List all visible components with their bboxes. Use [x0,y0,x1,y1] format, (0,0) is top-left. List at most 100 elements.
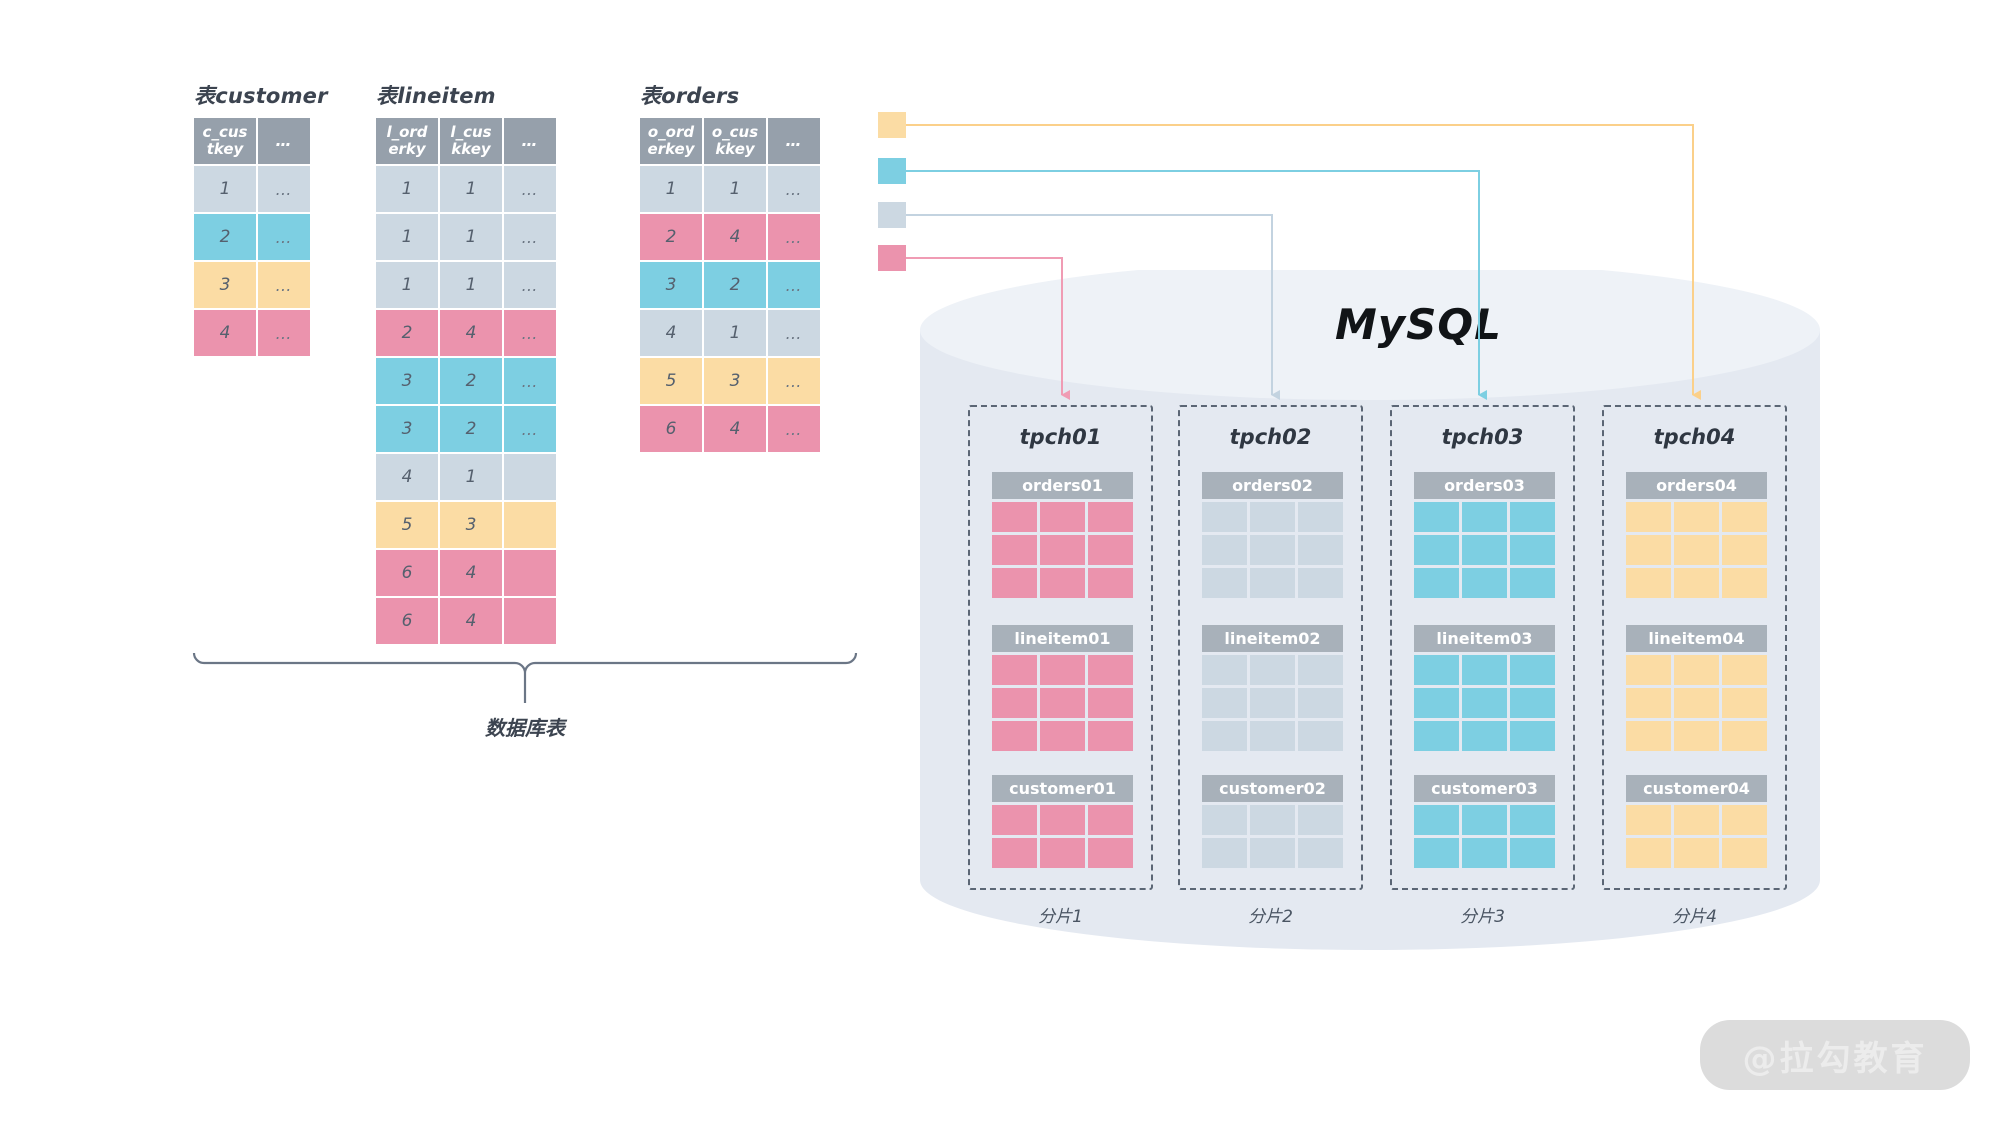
shard-grid-cell [1088,805,1133,835]
table-cell: 1 [194,166,256,212]
shard-table-orders02[interactable]: orders02 [1202,472,1343,598]
shard-grid-cell [1462,805,1507,835]
table-header-row: c_cus tkey… [194,118,310,164]
shard-grid-cell [1298,721,1343,751]
shard-grid-cell [992,838,1037,868]
table-cell: 4 [440,598,502,644]
shard-table-customer03[interactable]: customer03 [1414,775,1555,868]
shard-box-tpch03[interactable]: tpch03orders03lineitem03customer03 [1390,405,1575,890]
table-row: 53… [640,358,820,404]
table-row: 24… [376,310,556,356]
shard-table-customer01[interactable]: customer01 [992,775,1133,868]
table-cell: 1 [376,262,438,308]
shard-grid-cell [1088,568,1133,598]
shard-table-grid [1414,502,1555,598]
column-header: o_cus kkey [704,118,766,164]
shard-grid-cell [1674,535,1719,565]
shard-caption: 分片2 [1178,902,1363,927]
shard-table-grid [1414,655,1555,751]
table-cell: 2 [376,310,438,356]
shard-grid-cell [1088,838,1133,868]
shard-grid-cell [1088,502,1133,532]
shard-grid-cell [1088,535,1133,565]
shard-grid-cell [1626,655,1671,685]
shard-grid-cell [1722,838,1767,868]
shard-table-header: customer02 [1202,775,1343,802]
shard-grid-cell [1040,568,1085,598]
column-header: c_cus tkey [194,118,256,164]
shard-grid-cell [1040,721,1085,751]
column-header: l_ord erky [376,118,438,164]
shard-table-grid [1626,805,1767,868]
shard-grid-cell [992,502,1037,532]
table-cell: 4 [440,550,502,596]
shard-grid-cell [1626,688,1671,718]
connector-blue [906,215,1272,395]
shard-table-lineitem01[interactable]: lineitem01 [992,625,1133,751]
shard-grid-cell [1298,502,1343,532]
table-cell: 4 [704,214,766,260]
source-table-title: 表customer [194,80,328,110]
shard-grid-cell [992,655,1037,685]
shard-table-lineitem04[interactable]: lineitem04 [1626,625,1767,751]
shard-table-customer04[interactable]: customer04 [1626,775,1767,868]
shard-grid-cell [1674,838,1719,868]
shard-table-grid [992,805,1133,868]
shard-table-lineitem03[interactable]: lineitem03 [1414,625,1555,751]
shard-grid-cell [1674,688,1719,718]
source-table-title: 表orders [640,80,739,110]
shard-grid-cell [1040,535,1085,565]
shard-grid-cell [1626,502,1671,532]
shard-grid-cell [1510,688,1555,718]
table-cell: 3 [194,262,256,308]
shard-grid-cell [1414,688,1459,718]
shard-grid-cell [1250,535,1295,565]
shard-table-orders03[interactable]: orders03 [1414,472,1555,598]
shard-grid-cell [1626,568,1671,598]
shard-grid-cell [1250,805,1295,835]
source-table: l_ord erkyl_cus kkey…11…11…11…24…32…32…4… [376,118,556,644]
shard-grid-cell [992,535,1037,565]
shard-grid-cell [1298,655,1343,685]
shard-box-tpch02[interactable]: tpch02orders02lineitem02customer02 [1178,405,1363,890]
table-cell: … [258,262,310,308]
table-cell: 1 [640,166,702,212]
shard-grid-cell [1040,838,1085,868]
column-header: l_cus kkey [440,118,502,164]
shard-grid-cell [1626,838,1671,868]
shard-table-customer02[interactable]: customer02 [1202,775,1343,868]
table-cell: … [768,310,820,356]
shard-grid-cell [1202,655,1247,685]
shard-grid-cell [1462,568,1507,598]
table-cell: 4 [376,454,438,500]
shard-table-header: orders03 [1414,472,1555,499]
shard-caption: 分片3 [1390,902,1575,927]
shard-grid-cell [1202,535,1247,565]
shard-table-grid [992,502,1133,598]
shard-table-orders04[interactable]: orders04 [1626,472,1767,598]
table-cell: 3 [376,406,438,452]
table-row: 41 [376,454,556,500]
shard-caption: 分片4 [1602,902,1787,927]
shard-table-grid [1626,502,1767,598]
shard-grid-cell [1510,721,1555,751]
table-cell: … [504,214,556,260]
table-row: 11… [640,166,820,212]
table-cell: 4 [440,310,502,356]
shard-grid-cell [1202,838,1247,868]
table-row: 4… [194,310,310,356]
shard-box-tpch04[interactable]: tpch04orders04lineitem04customer04 [1602,405,1787,890]
table-row: 3… [194,262,310,308]
shard-grid-cell [1674,502,1719,532]
shard-table-lineitem02[interactable]: lineitem02 [1202,625,1343,751]
table-cell: 6 [376,550,438,596]
shard-box-tpch01[interactable]: tpch01orders01lineitem01customer01 [968,405,1153,890]
shard-grid-cell [1626,805,1671,835]
shard-table-orders01[interactable]: orders01 [992,472,1133,598]
table-cell: 3 [704,358,766,404]
database-tables-bracket [190,645,860,715]
source-table: c_cus tkey…1…2…3…4… [194,118,310,356]
column-header: … [504,118,556,164]
shard-grid-cell [1202,502,1247,532]
table-row: 32… [376,358,556,404]
